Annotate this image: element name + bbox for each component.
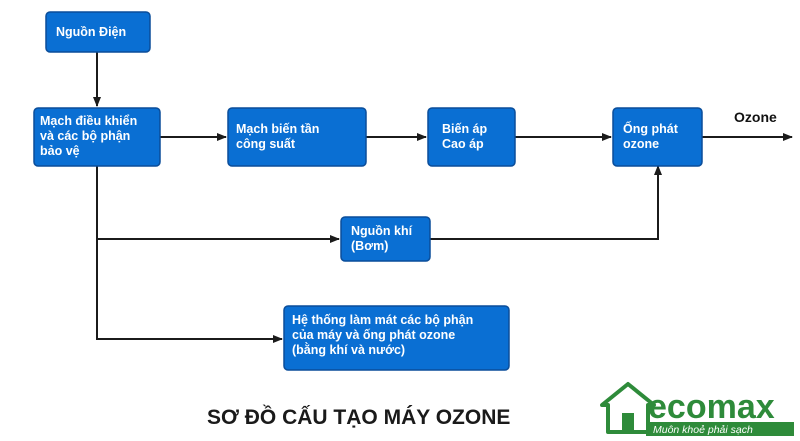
node-generator-line-2: ozone	[623, 137, 659, 151]
node-cooling-line-3: (bằng khí và nước)	[292, 342, 405, 357]
node-cooling-line-2: của máy và ống phát ozone	[292, 328, 455, 342]
node-control-line-1: Mạch điều khiển	[40, 114, 137, 128]
node-transformer-line-2: Cao áp	[442, 137, 484, 151]
logo-tagline: Muôn khoẻ phải sạch	[653, 424, 753, 436]
node-power-box	[45, 11, 151, 53]
node-power-line-1: Nguồn Điện	[56, 25, 126, 39]
logo-tagline-bar	[646, 422, 794, 436]
node-inverter-line-2: công suất	[236, 137, 296, 151]
node-control-line-2: và các bộ phận	[40, 129, 130, 143]
node-airsource-label: Nguồn khí (Bơm)	[351, 224, 416, 253]
node-generator-label: Ống phát ozone	[623, 121, 681, 151]
node-transformer-line-1: Biến áp	[442, 122, 488, 136]
node-power: Nguồn Điện	[45, 11, 151, 53]
node-generator: Ống phát ozone	[612, 107, 703, 167]
arrow-airsource-to-generator	[430, 165, 662, 240]
node-inverter-label: Mạch biến tần công suất	[236, 122, 323, 151]
node-airsource-line-2: (Bơm)	[351, 239, 388, 253]
connectors	[93, 52, 793, 343]
node-cooling-line-1: Hệ thống làm mát các bộ phận	[292, 313, 473, 327]
node-inverter-box	[227, 107, 367, 167]
node-inverter: Mạch biến tần công suất	[227, 107, 367, 167]
output-label: Ozone	[734, 109, 777, 125]
node-airsource-box	[340, 216, 431, 262]
node-power-label: Nguồn Điện	[56, 25, 126, 39]
node-cooling-box	[283, 305, 510, 371]
node-inverter-line-1: Mạch biến tần	[236, 122, 319, 136]
node-transformer: Biến áp Cao áp	[427, 107, 516, 167]
node-cooling-label: Hệ thống làm mát các bộ phận của máy và …	[292, 313, 477, 357]
node-control-line-3: bảo vệ	[40, 144, 80, 158]
ecomax-logo: ecomax Muôn khoẻ phải sạch	[600, 382, 794, 436]
logo-brand-text: ecomax	[648, 388, 775, 426]
house-icon	[600, 382, 656, 434]
node-generator-line-1: Ống phát	[623, 121, 679, 136]
diagram-title: SƠ ĐỒ CẤU TẠO MÁY OZONE	[207, 405, 510, 429]
node-cooling: Hệ thống làm mát các bộ phận của máy và …	[283, 305, 510, 371]
node-control: Mạch điều khiển và các bộ phận bảo vệ	[33, 107, 161, 167]
node-airsource: Nguồn khí (Bơm)	[340, 216, 431, 262]
node-transformer-label: Biến áp Cao áp	[442, 122, 491, 151]
node-generator-box	[612, 107, 703, 167]
node-transformer-box	[427, 107, 516, 167]
node-control-box	[33, 107, 161, 167]
node-airsource-line-1: Nguồn khí	[351, 224, 413, 238]
node-control-label: Mạch điều khiển và các bộ phận bảo vệ	[40, 114, 141, 158]
